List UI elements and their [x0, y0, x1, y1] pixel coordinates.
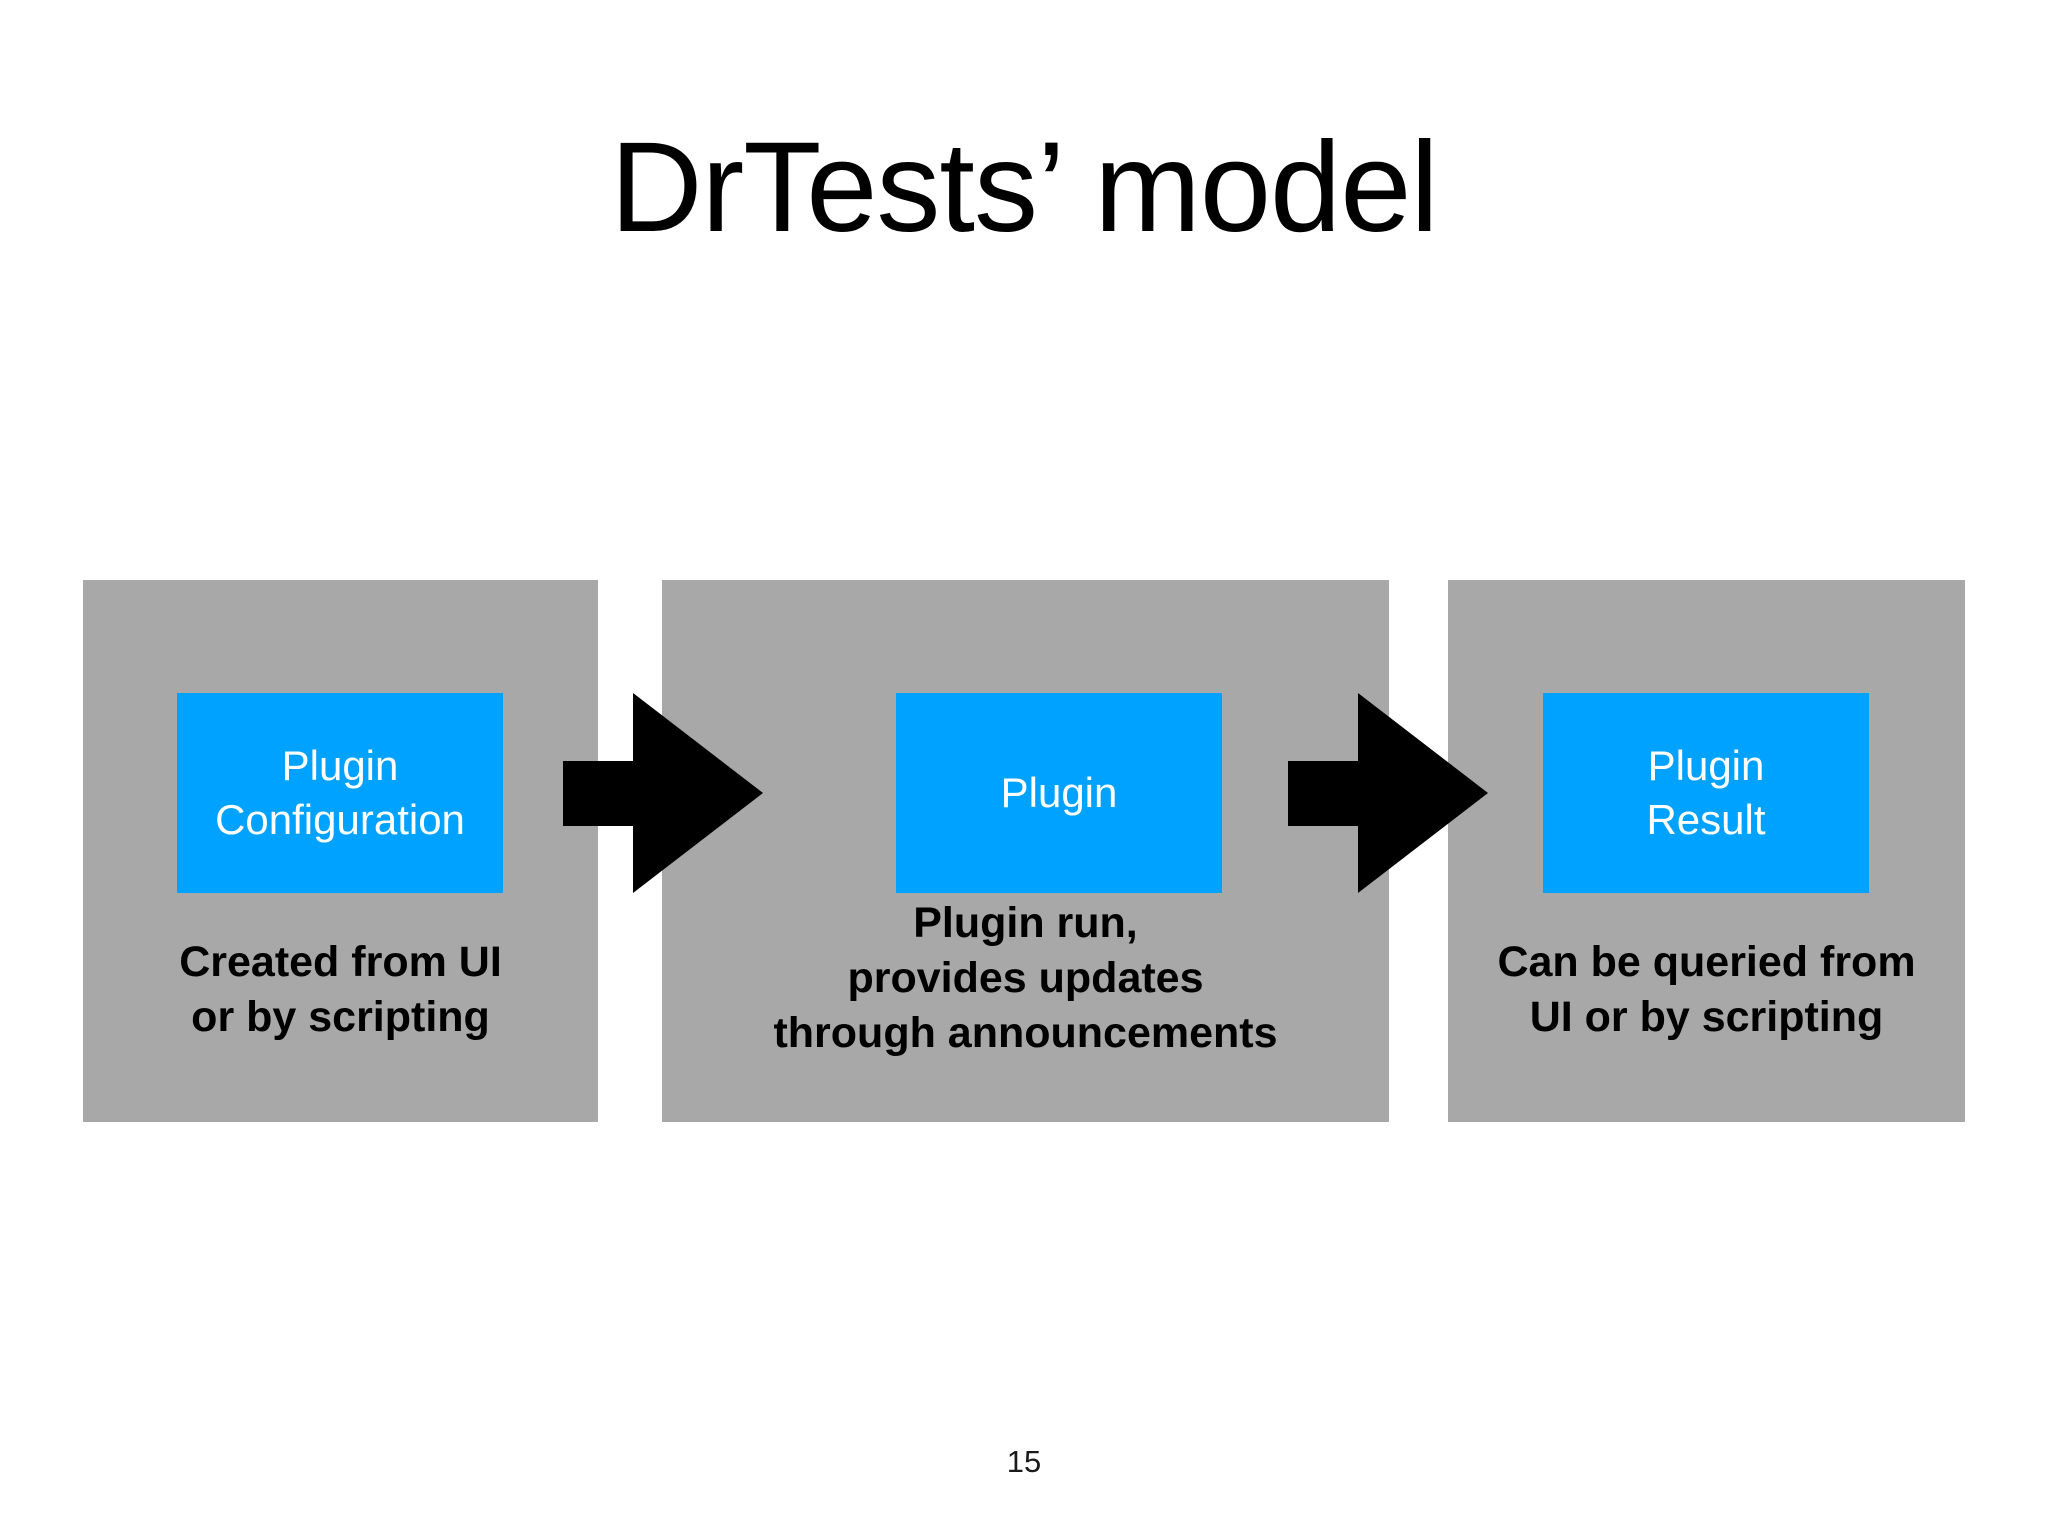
- flow-stage-plugin-result: Plugin Result Can be queried from UI or …: [1448, 580, 1965, 1122]
- flow-diagram: Plugin Configuration Created from UI or …: [0, 580, 2048, 1122]
- flow-stage-plugin: Plugin Plugin run, provides updates thro…: [662, 580, 1389, 1122]
- flow-caption-plugin: Plugin run, provides updates through ann…: [773, 899, 1278, 1058]
- arrow-right-icon: [1288, 693, 1488, 893]
- flow-box-plugin: Plugin: [896, 693, 1222, 893]
- flow-box-plugin-result: Plugin Result: [1543, 693, 1869, 893]
- page-number: 15: [1006, 1444, 1042, 1479]
- flow-box-plugin-configuration: Plugin Configuration: [177, 693, 503, 893]
- flow-stage-plugin-configuration: Plugin Configuration Created from UI or …: [83, 580, 598, 1122]
- page-title: DrTests’ model: [610, 116, 1439, 259]
- flow-caption-plugin-configuration: Created from UI or by scripting: [179, 938, 502, 1042]
- flow-caption-plugin-result: Can be queried from UI or by scripting: [1497, 938, 1916, 1042]
- arrow-right-icon: [563, 693, 763, 893]
